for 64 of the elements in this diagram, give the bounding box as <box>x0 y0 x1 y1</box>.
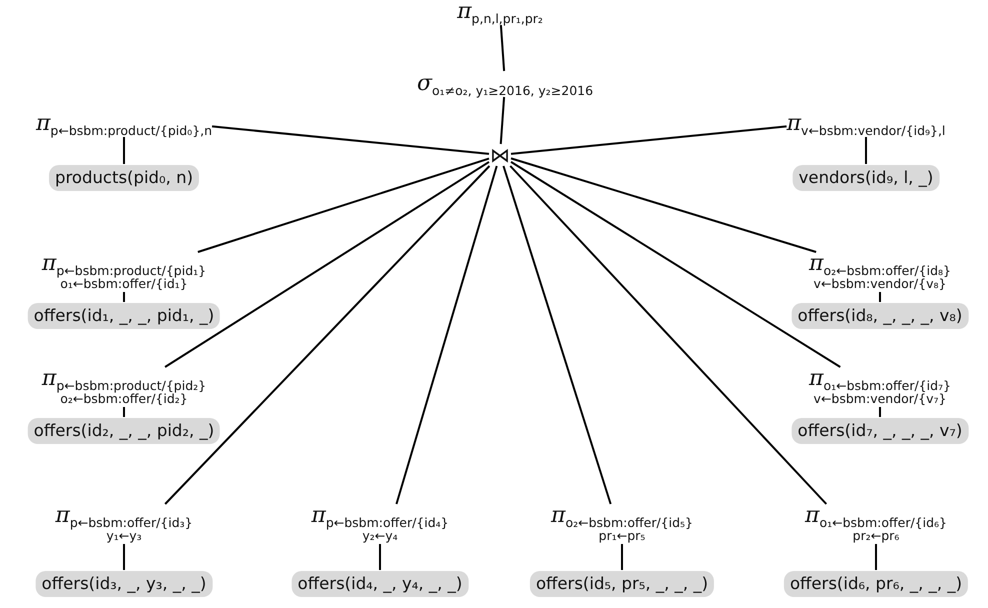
operator-subscript: o₁←bsbm:offer/{id₇} <box>823 378 951 393</box>
operator-subscript: v←bsbm:vendor/{v₈} <box>814 277 946 291</box>
operator-subscript: o₂←bsbm:offer/{id₈} <box>823 263 951 278</box>
tree-edge <box>123 544 125 570</box>
operator-symbol: π <box>809 367 824 391</box>
tree-edge <box>379 544 381 570</box>
tree-edge <box>396 166 498 504</box>
operator-symbol: π <box>42 252 56 276</box>
operator-symbol: σ <box>416 72 432 96</box>
tree-edge <box>123 137 125 164</box>
tree-edge <box>621 544 623 570</box>
operator-subscript: y₂←y₄ <box>362 529 398 543</box>
relation-box: offers(id₃, _, y₃, _, _) <box>36 571 212 597</box>
tree-edge <box>123 407 125 417</box>
relation-box: offers(id₂, _, _, pid₂, _) <box>28 418 220 444</box>
operator-subscript: o₂←bsbm:offer/{id₅} <box>565 515 693 530</box>
operator-subscript: o₁←bsbm:offer/{id₁} <box>60 277 188 291</box>
tree-edge <box>123 292 125 302</box>
operator-symbol: π <box>809 252 824 276</box>
tree-edge <box>879 292 881 302</box>
tree-edge <box>879 407 881 417</box>
tree-edge <box>502 166 612 504</box>
tree-edge <box>198 158 490 253</box>
operator-subscript: o₁≠o₂, y₁≥2016, y₂≥2016 <box>432 83 594 98</box>
tree-edge <box>212 125 490 155</box>
operator-symbol: π <box>36 112 50 136</box>
relation-box: offers(id₅, pr₅, _, _, _) <box>530 571 714 597</box>
operator-subscript: pr₂←pr₆ <box>852 529 900 543</box>
operator-subscript: p←bsbm:offer/{id₃} <box>70 515 193 530</box>
operator-symbol: π <box>805 504 820 528</box>
relation-box: products(pid₀, n) <box>48 165 200 191</box>
operator-subscript: o₂←bsbm:offer/{id₂} <box>60 392 188 406</box>
operator-subscript: p←bsbm:product/{pid₁} <box>56 263 206 278</box>
relation-box: vendors(id₉, l, _) <box>792 165 940 191</box>
relation-box: offers(id₈, _, _, _, v₈) <box>792 303 968 329</box>
relation-box: offers(id₁, _, _, pid₁, _) <box>28 303 220 329</box>
tree-edge <box>510 157 816 253</box>
tree-edge <box>500 24 506 72</box>
operator-subscript: v←bsbm:vendor/{v₇} <box>814 392 946 406</box>
operator-subscript: y₁←y₃ <box>106 529 142 543</box>
operator-symbol: π <box>786 112 802 136</box>
operator-symbol: π <box>42 367 56 391</box>
operator-subscript: o₁←bsbm:offer/{id₆} <box>819 515 947 530</box>
operator-symbol: π <box>457 0 472 24</box>
operator-subscript: p←bsbm:offer/{id₄} <box>326 515 449 530</box>
tree-edge <box>865 137 867 164</box>
tree-edge <box>875 544 877 570</box>
relation-box: offers(id₇, _, _, _, v₇) <box>792 418 968 444</box>
tree-edge <box>510 125 787 155</box>
operator-subscript: p,n,l,pr₁,pr₂ <box>472 11 543 26</box>
relation-box: offers(id₄, _, y₄, _, _) <box>292 571 468 597</box>
tree-edge <box>164 161 490 368</box>
operator-symbol: π <box>551 504 566 528</box>
operator-subscript: p←bsbm:product/{pid₂} <box>56 378 206 393</box>
tree-edge <box>510 165 828 505</box>
tree-edge <box>510 161 841 368</box>
operator-symbol: π <box>55 504 70 528</box>
operator-subscript: v←bsbm:vendor/{id₉},l <box>801 123 946 138</box>
operator-symbol: π <box>311 504 326 528</box>
operator-subscript: pr₁←pr₅ <box>598 529 646 543</box>
relation-box: offers(id₆, pr₆, _, _, _) <box>784 571 968 597</box>
tree-edge <box>164 165 490 505</box>
operator-subscript: p←bsbm:product/{pid₀},n <box>50 123 212 138</box>
tree-edge <box>500 96 506 144</box>
